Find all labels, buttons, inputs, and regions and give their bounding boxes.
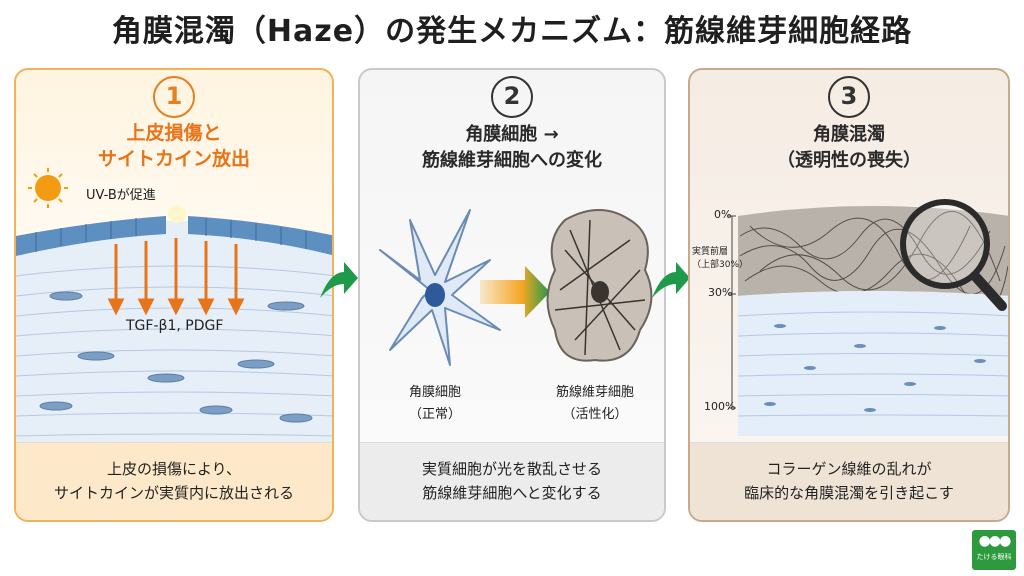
flow-arrow-1-icon xyxy=(320,262,358,298)
panel-3-caption: コラーゲン線維の乱れが 臨床的な角膜混濁を引き起こす xyxy=(690,442,1008,520)
page-title: 角膜混濁（Haze）の発生メカニズム：筋線維芽細胞経路 xyxy=(111,14,913,49)
depth-30-label: 30% xyxy=(708,286,733,299)
panel-corneal-haze: 3 角膜混濁 （透明性の喪失） xyxy=(688,68,1010,522)
panel-1-title: 上皮損傷と サイトカイン放出 xyxy=(97,122,250,170)
myofibroblast-cell-icon xyxy=(546,209,653,362)
depth-100-label: 100% xyxy=(704,400,736,413)
panel-3-title: 角膜混濁 （透明性の喪失） xyxy=(777,124,921,171)
logo-mark-icon: ●●● xyxy=(978,533,1012,549)
clinic-logo: ●●● たける眼科 xyxy=(972,530,1016,570)
step-number-2: 2 xyxy=(360,76,664,118)
corneal-haze-illustration xyxy=(728,199,1008,436)
magnifier-icon xyxy=(900,199,1007,311)
panel-2-caption: 実質細胞が光を散乱させる 筋線維芽細胞へと変化する xyxy=(360,442,664,520)
depth-0-label: 0% xyxy=(714,208,732,221)
panel-cell-transformation: 2 角膜細胞 → 筋線維芽細胞への変化 xyxy=(358,68,666,522)
anterior-stroma-label: 実質前層 （上部30%） xyxy=(692,247,749,270)
transformation-arrow-icon xyxy=(480,266,550,318)
myofibroblast-label: 筋線維芽細胞 （活性化） xyxy=(555,385,634,422)
cytokine-label: TGF-β1, PDGF xyxy=(126,318,224,334)
cell-transformation-illustration xyxy=(379,209,653,366)
panel-1-caption: 上皮の損傷により、 サイトカインが実質内に放出される xyxy=(16,442,332,520)
epithelial-injury-illustration xyxy=(16,168,332,466)
uv-b-label: UV-Bが促進 xyxy=(86,188,156,203)
flow-arrow-2-icon xyxy=(652,262,690,298)
keratocyte-cell-icon xyxy=(379,209,501,366)
sun-icon xyxy=(28,168,68,208)
panel-2-title: 角膜細胞 → 筋線維芽細胞への変化 xyxy=(422,124,602,171)
keratocyte-label: 角膜細胞 （正常） xyxy=(408,385,461,422)
step-number-3: 3 xyxy=(690,76,1008,118)
panel-epithelial-injury: 1 上皮損傷と サイトカイン放出 xyxy=(14,68,334,522)
step-number-1: 1 xyxy=(16,76,332,118)
